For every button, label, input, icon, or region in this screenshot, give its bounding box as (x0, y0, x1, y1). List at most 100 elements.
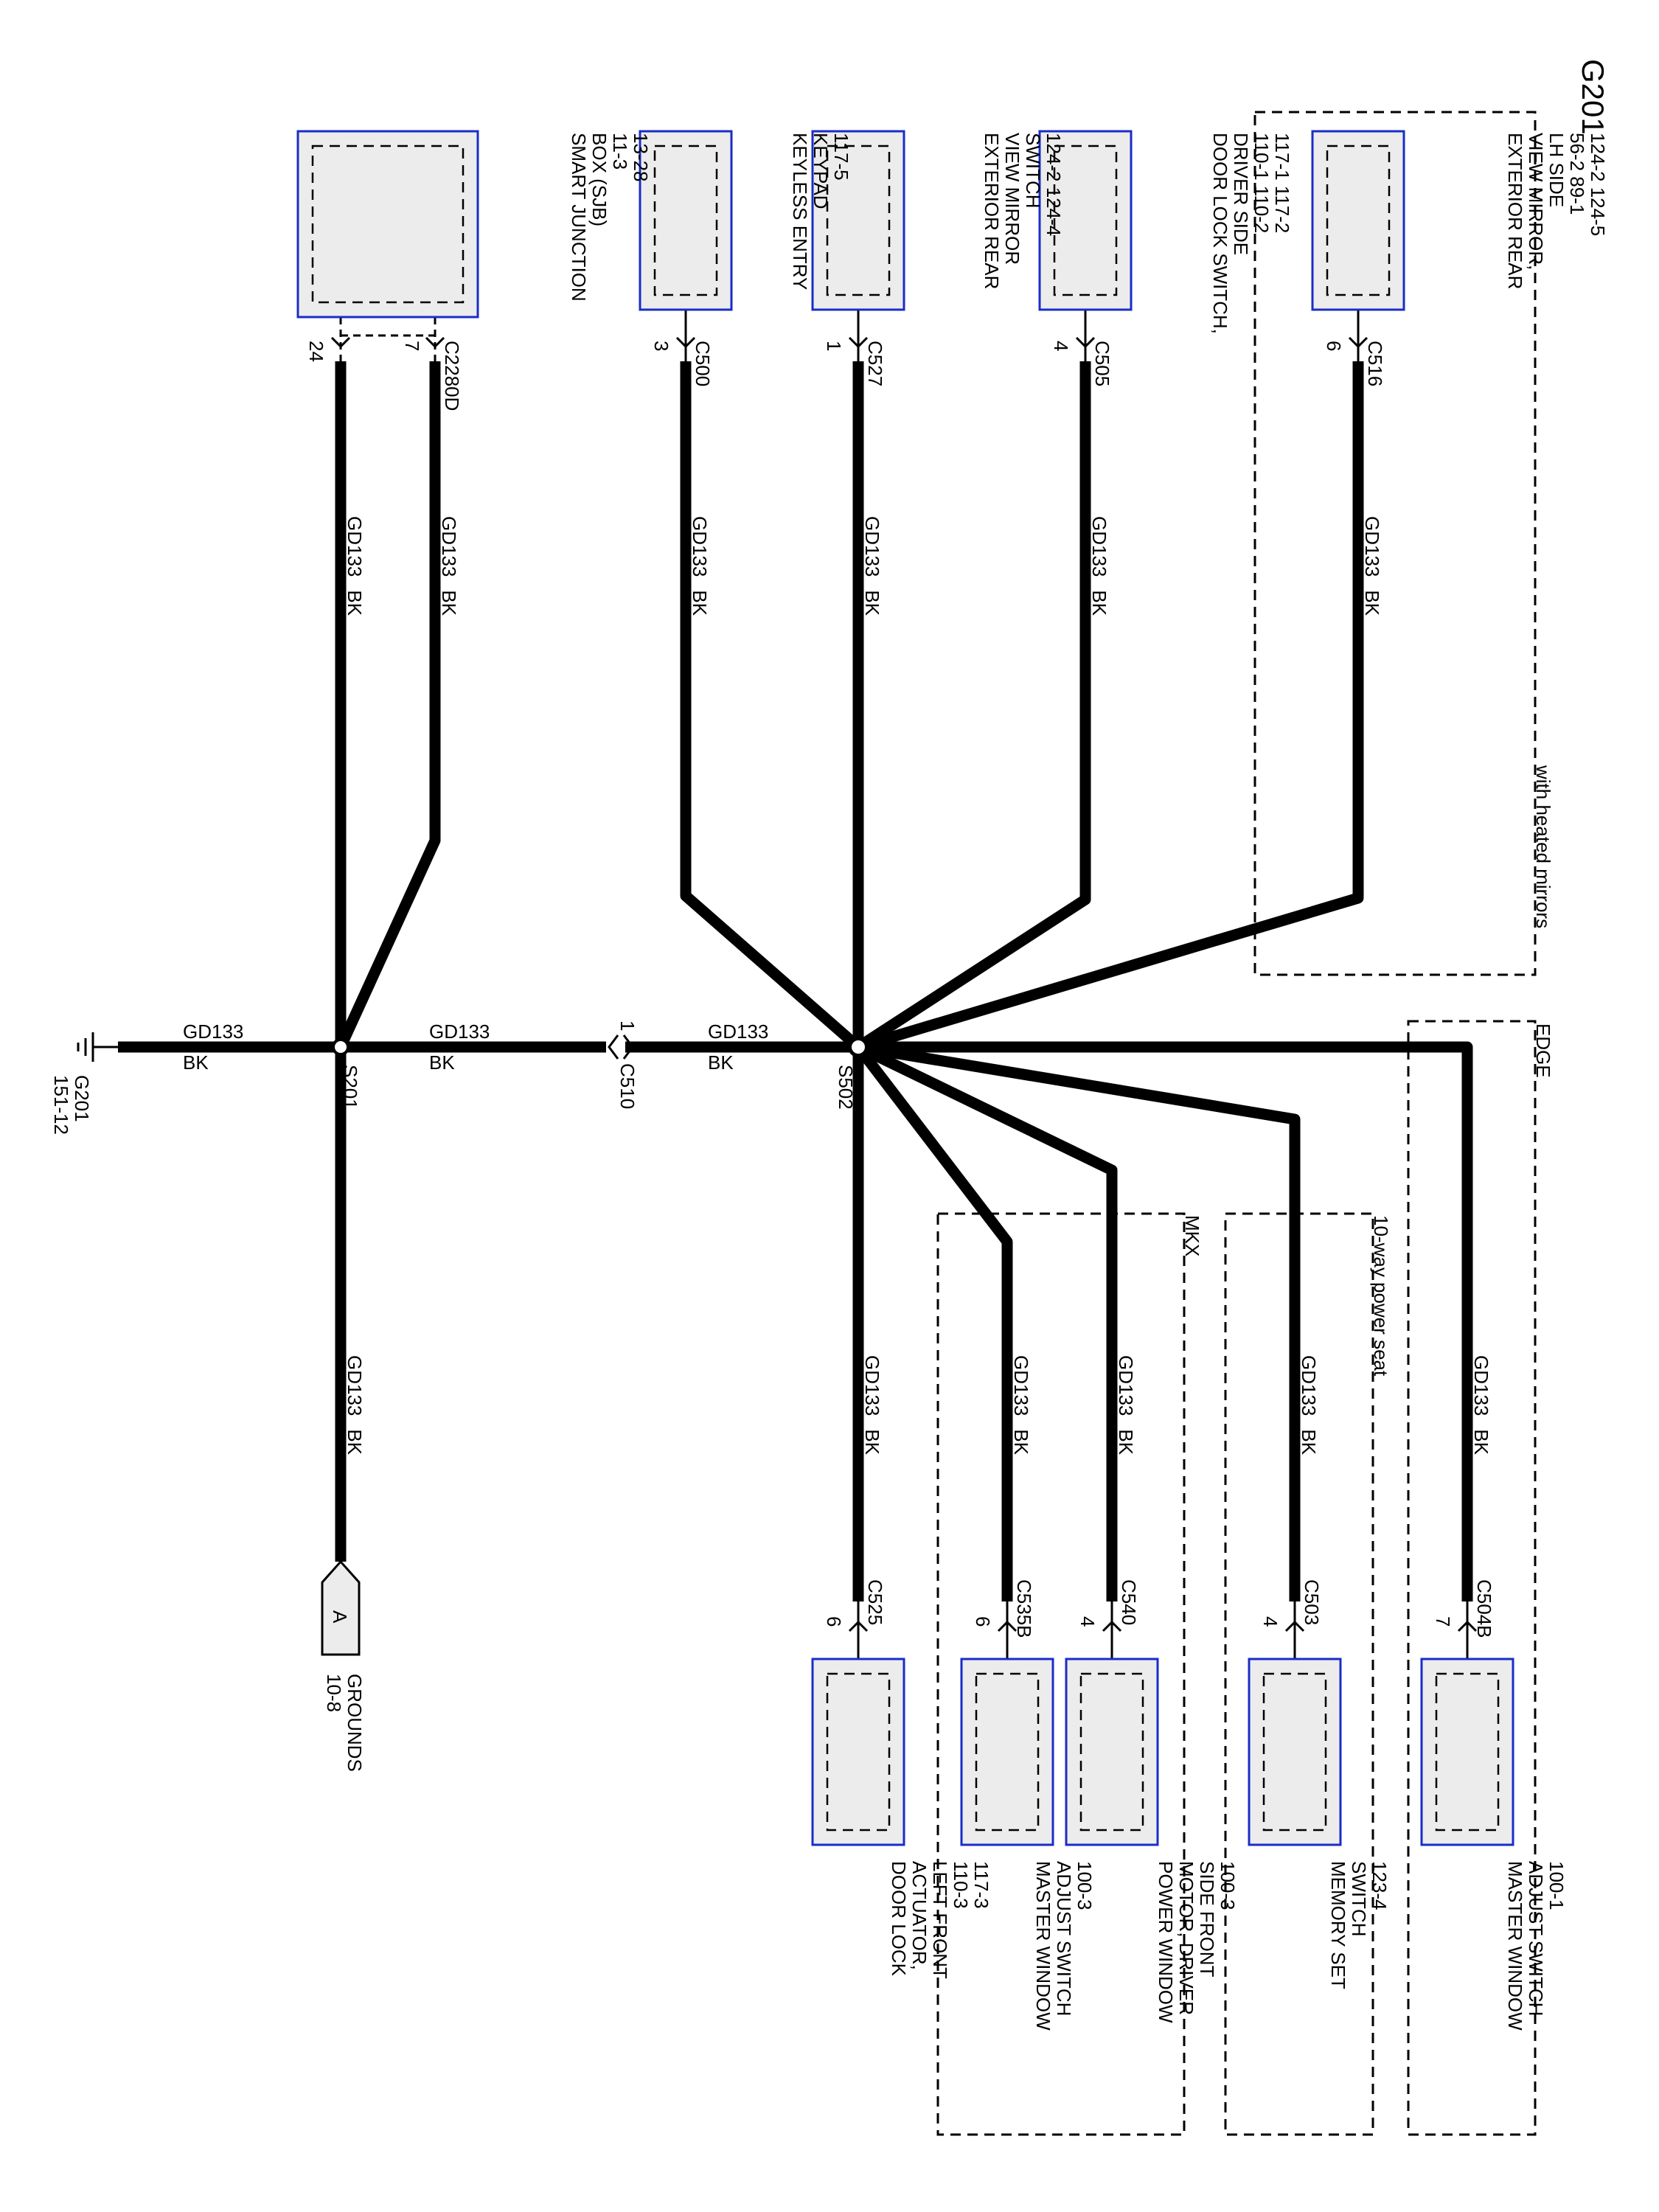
pin-label-sjb-24: 24 (305, 341, 327, 362)
wire-mws-edge (858, 1041, 1473, 1601)
component-mws-edge (1420, 1658, 1514, 1846)
label-line: DRIVER SIDE (1230, 133, 1252, 255)
wire-mirror-lh (856, 361, 1364, 1053)
wire-door-lock-switch (855, 361, 1091, 1052)
splice-s201-ring (335, 1041, 347, 1053)
chevron-icon (848, 1620, 869, 1632)
pin-label-c510: 1 (616, 1020, 639, 1031)
color-text: BK (1088, 590, 1110, 616)
chevron-icon (848, 336, 869, 349)
wire-label-mirror-lh: GD133BK (1361, 516, 1383, 616)
label-line: KEYLESS ENTRY (789, 133, 811, 290)
label-line: 124-2 124-4 (1043, 133, 1065, 236)
label-line: MASTER WINDOW (1504, 1861, 1526, 2031)
label-line: LH SIDE (1545, 133, 1568, 207)
ground-ref: 151-12 (50, 1075, 72, 1135)
label-line: 124-2 124-5 (1587, 133, 1609, 236)
circuit-text: GD133 (438, 516, 460, 577)
label-line: SWITCH (1348, 1861, 1370, 1937)
color-text: BK (438, 590, 460, 616)
wire-label-door-lock-switch: GD133BK (1088, 516, 1110, 616)
circuit-text: GD133 (344, 516, 366, 577)
color-text: BK (1361, 590, 1383, 616)
component-label-door-lock-actuator: DOOR LOCK ACTUATOR, LEFT FRONT 110-3 117… (888, 1861, 992, 1984)
label-line: ADJUST SWITCH (1053, 1861, 1075, 2016)
wire-labels: GD133BK GD133BK GD133BK GD133BK GD133BK … (183, 516, 1492, 1455)
connector-label-mws-mkx: C535B (1013, 1579, 1035, 1638)
connector-label-memory-switch: C503 (1301, 1579, 1323, 1625)
label-line: 110-1 110-2 (1251, 133, 1273, 233)
wire-label-memory-switch: GD133BK (1298, 1355, 1320, 1455)
component-mirror-lh (1311, 130, 1405, 311)
label-line: 100-1 (1545, 1861, 1568, 1910)
pin-label-window-motor: 4 (1077, 1616, 1099, 1627)
wire-label-mirror-switch: GD133BK (861, 516, 883, 616)
component-label-door-lock-switch: DOOR LOCK SWITCH, DRIVER SIDE 110-1 110-… (1209, 133, 1293, 339)
pin-label-mws-mkx: 6 (972, 1616, 994, 1627)
offpage-ref: 10-8 (323, 1674, 345, 1712)
circuit-text: GD133 (344, 1355, 366, 1416)
color-text: BK (861, 1429, 883, 1455)
label-line: SIDE FRONT (1196, 1861, 1218, 1978)
connector-label-door-lock-actuator: C525 (864, 1579, 886, 1625)
splice-label-s201: S201 (339, 1065, 361, 1110)
zone-power-seat-label: 10-way power seat (1370, 1215, 1392, 1377)
wire-label-trunk2-color: BK (708, 1051, 734, 1074)
label-line: ACTUATOR, (908, 1861, 931, 1970)
wire-label-offpage: GD133BK (344, 1355, 366, 1455)
label-line: 123-4 (1368, 1861, 1391, 1910)
circuit-text: GD133 (1115, 1355, 1137, 1416)
top-connectors: C2280D 24 7 C500 3 C527 1 C505 4 C516 6 (305, 310, 1386, 411)
pin-label-door-lock-switch: 4 (1050, 341, 1072, 351)
wire-label-ground-color: BK (183, 1051, 209, 1074)
label-line: SMART JUNCTION (568, 133, 590, 302)
wire-label-door-lock-actuator: GD133BK (861, 1355, 883, 1455)
ground-label: G201 (71, 1075, 93, 1122)
color-text: BK (344, 1429, 366, 1455)
connector-label-window-motor: C540 (1118, 1579, 1140, 1625)
bottom-connectors: C525 6 C535B 6 C540 4 C503 4 C504B 7 (823, 1579, 1495, 1659)
splice-s502-ring (852, 1040, 865, 1054)
circuit-text: GD133 (1298, 1355, 1320, 1416)
pin-label-memory-switch: 4 (1259, 1616, 1281, 1627)
wire-label-trunk1-color: BK (429, 1051, 455, 1074)
connector-label-mirror-switch: C527 (864, 341, 886, 386)
label-line: 117-3 (970, 1861, 992, 1909)
label-line: VIEW MIRROR (1001, 133, 1023, 265)
splice-label-s502: S502 (835, 1065, 857, 1110)
color-text: BK (344, 590, 366, 616)
component-mws-mkx (960, 1658, 1054, 1846)
wire-label-trunk1-circuit: GD133 (429, 1020, 490, 1043)
pin-label-mirror-switch: 1 (823, 341, 845, 351)
wires (118, 361, 1473, 1601)
component-keyless-entry-keypad (639, 130, 733, 311)
zone-mkx (936, 1212, 1186, 2136)
chevron-icon (1284, 1620, 1305, 1632)
color-text: BK (689, 590, 711, 616)
chevron-icon (1102, 1620, 1122, 1632)
zone-edge (1407, 1020, 1537, 2136)
pin-label-mws-edge: 7 (1432, 1616, 1454, 1627)
offpage-arrow-icon (321, 1559, 361, 1656)
label-line: DOOR LOCK SWITCH, (1209, 133, 1231, 334)
wire-memory-switch (857, 1041, 1301, 1601)
circuit-text: GD133 (1470, 1355, 1492, 1416)
color-text: BK (1298, 1429, 1320, 1455)
pin-label-sjb-7: 7 (401, 341, 423, 351)
wire-label-sjb-24: GD133BK (344, 516, 366, 616)
chevron-icon (330, 336, 445, 349)
wire-label-trunk2-circuit: GD133 (708, 1020, 768, 1043)
connector-label-door-lock-switch: C505 (1091, 341, 1113, 386)
color-text: BK (1115, 1429, 1137, 1455)
component-label-keyless: KEYLESS ENTRY KEYPAD 117-5 (789, 133, 852, 295)
offpage-label: GROUNDS (344, 1674, 366, 1772)
wire-label-keyless: GD133BK (689, 516, 711, 616)
wire-label-mws-mkx: GD133BK (1010, 1355, 1032, 1455)
circuit-text: GD133 (1088, 516, 1110, 577)
pin-label-keyless: 3 (650, 341, 672, 351)
component-label-sjb: SMART JUNCTION BOX (SJB) 11-3 13-28 (568, 133, 652, 307)
wire-mws-mkx (854, 1043, 1013, 1601)
wire-sjb-7 (335, 361, 441, 1050)
connector-label-mws-edge: C504B (1473, 1579, 1495, 1638)
connector-label-keyless: C500 (692, 341, 714, 386)
